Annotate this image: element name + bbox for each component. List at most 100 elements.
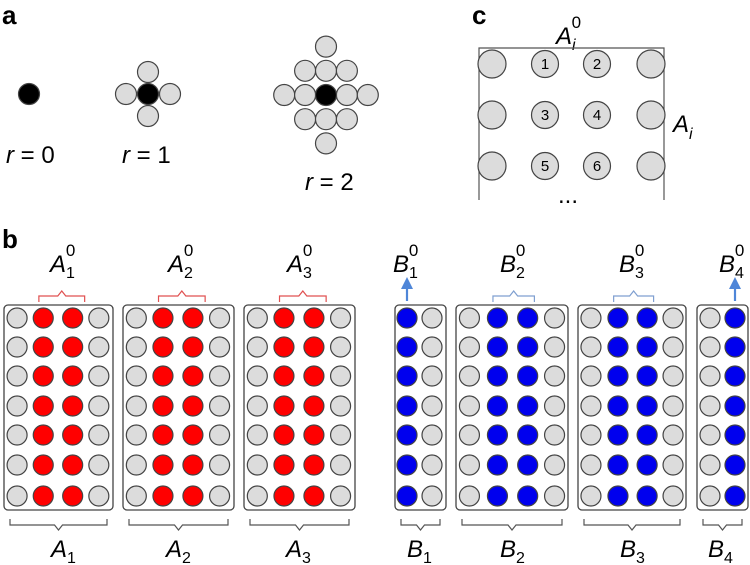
red-dot [62,485,84,507]
panel-c-top-label: Ai0 [554,13,581,54]
neighbor-dot [294,83,317,107]
blue-brace-B3 [613,290,655,302]
gray-dot [208,485,231,507]
blue-dot [517,395,539,417]
neighbor-dot [136,104,160,128]
red-dot [152,336,174,358]
red-dot [62,336,84,358]
red-dot [273,336,295,358]
gray-dot [421,336,443,358]
gray-dot [125,424,147,446]
gray-dot [421,307,443,329]
blue-dot [486,336,509,358]
label-A1-0: A10 [48,241,75,282]
red-dot [303,395,325,417]
red-dot [303,454,325,476]
gray-dot [580,395,602,417]
brace-A3 [249,519,350,531]
blue-dot [607,395,629,417]
red-dot [32,307,54,329]
gray-dot [580,336,602,358]
red-dot [182,395,204,417]
blue-dot [396,365,418,387]
red-dot [182,307,204,329]
gray-dot [699,395,721,417]
gray-dot [329,365,352,387]
inner-dot [582,49,612,79]
label-A2-0: A20 [166,241,193,282]
outer-dot [636,49,666,79]
blue-dot [607,454,629,476]
blue-dot [396,307,418,329]
red-dot [62,307,84,329]
neighbor-dot [294,108,317,131]
red-dot [303,365,325,387]
label-A3: A3 [284,536,311,565]
red-dot [303,485,325,507]
inner-dot [530,100,560,130]
gray-dot [125,395,147,417]
blue-dot [517,307,539,329]
gray-dot [329,307,352,329]
panel-a-letter: a [2,0,17,30]
gray-dot [662,454,684,476]
red-dot [152,365,174,387]
red-dot [303,336,325,358]
gray-dot [458,454,481,476]
gray-dot [662,424,684,446]
gray-dot [699,454,721,476]
cell-border [478,47,665,200]
inner-dot-number: 2 [593,56,601,73]
blue-dot [517,485,539,507]
neighbor-dot [114,82,138,106]
panel-a-neighborhoods [17,35,379,155]
gray-dot [88,365,110,387]
neighbor-dot [314,108,338,131]
blue-dot [607,365,629,387]
red-dot [273,485,295,507]
gray-dot [125,365,147,387]
brace-B3 [583,519,681,531]
label-B3-0: B30 [619,241,644,282]
blue-brace-B2 [492,290,535,302]
center-dot [136,82,160,106]
red-dot [152,454,174,476]
red-dot [152,485,174,507]
gray-dot [208,454,231,476]
panel-c-side-label: Ai [671,111,693,143]
red-brace-A3 [278,290,327,302]
red-dot [182,485,204,507]
gray-dot [580,485,602,507]
gray-dot [329,424,352,446]
blue-dot [486,424,509,446]
red-dot [182,424,204,446]
gray-dot [543,454,566,476]
blue-dot [636,395,658,417]
gray-dot [699,336,721,358]
outer-dot [477,100,507,130]
gray-dot [6,336,28,358]
label-A1: A1 [49,536,76,565]
gray-dot [662,365,684,387]
brace-B4 [702,519,743,531]
arrow-B4-head [729,277,741,289]
red-dot [62,424,84,446]
red-dot [152,395,174,417]
gray-dot [580,454,602,476]
gray-dot [246,365,268,387]
red-dot [32,395,54,417]
gray-dot [543,365,566,387]
neighbor-dot [314,132,338,155]
red-dot [273,395,295,417]
gray-dot [699,307,721,329]
center-dot [314,83,338,107]
gray-dot [458,365,481,387]
gray-dot [6,485,28,507]
blue-dot [517,336,539,358]
gray-dot [6,454,28,476]
gray-dot [208,365,231,387]
gray-dot [421,485,443,507]
red-dot [273,307,295,329]
gray-dot [88,336,110,358]
